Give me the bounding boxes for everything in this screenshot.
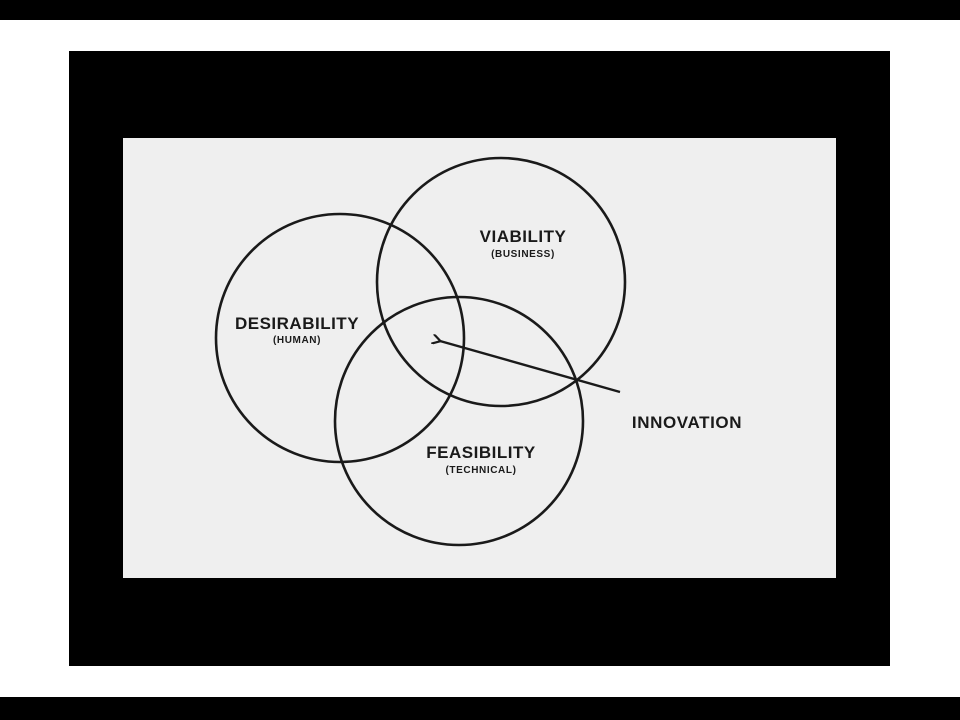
viability-label: VIABILITY: [480, 227, 567, 246]
innovation-label: INNOVATION: [632, 413, 742, 432]
top-band: [0, 0, 960, 20]
feasibility-circle: [333, 295, 585, 547]
innovation-arrow: [440, 341, 621, 394]
viability-circle: [375, 156, 627, 408]
desirability-circle: [214, 212, 466, 464]
bottom-band: [0, 697, 960, 720]
diagram-panel: [123, 138, 836, 578]
viability-sublabel: (BUSINESS): [491, 249, 555, 260]
desirability-label: DESIRABILITY: [235, 314, 359, 333]
feasibility-label: FEASIBILITY: [426, 443, 536, 462]
feasibility-sublabel: (TECHNICAL): [445, 465, 516, 476]
desirability-sublabel: (HUMAN): [273, 335, 321, 346]
